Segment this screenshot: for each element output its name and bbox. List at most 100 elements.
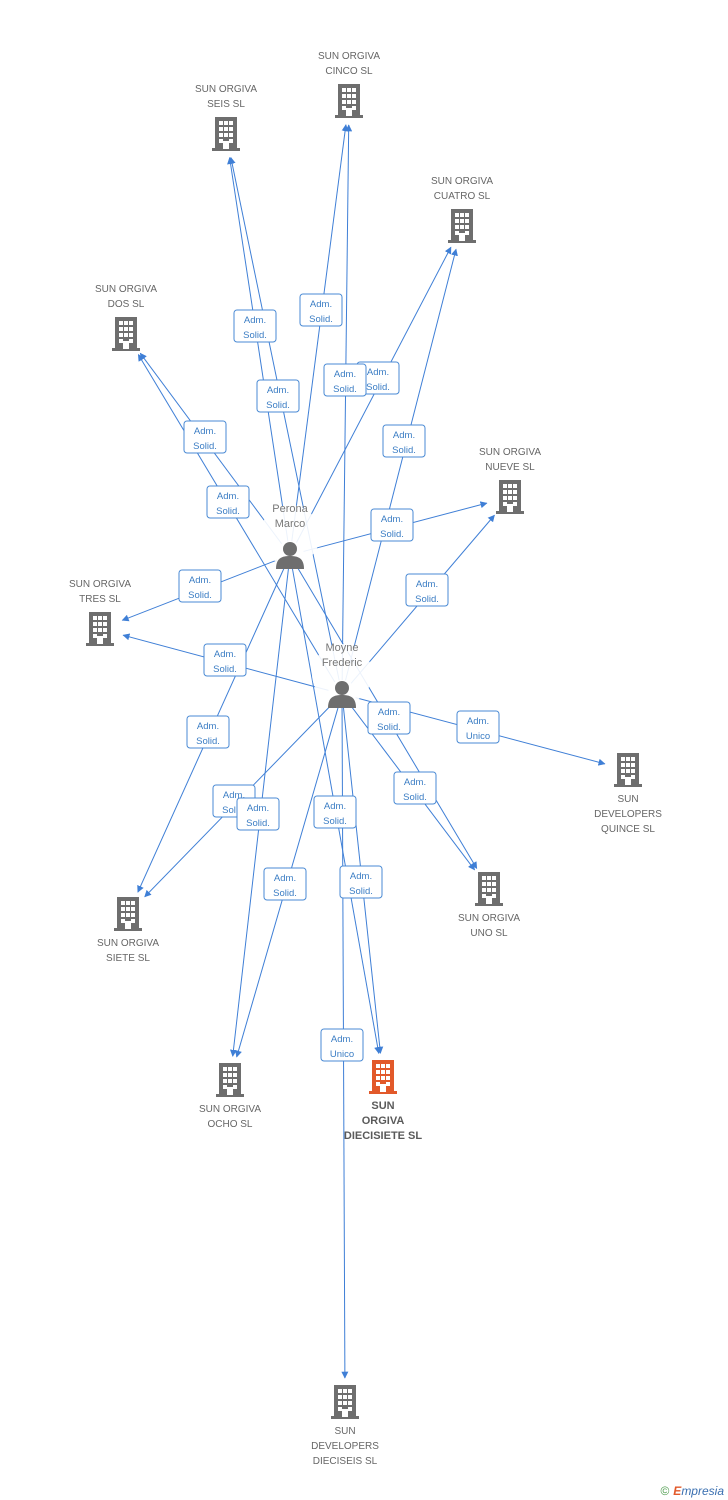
edge-label-box (320, 1028, 364, 1062)
edge-label-box (299, 293, 343, 327)
edge-label-box (233, 309, 277, 343)
edge-label-perona-tres[interactable]: Adm. Solid. (178, 569, 222, 603)
edge-label-text: Solid. (403, 792, 427, 803)
building-icon (216, 1063, 244, 1097)
building-icon (335, 84, 363, 118)
person-label: Perona (272, 503, 308, 515)
building-icon (448, 209, 476, 243)
edge-label-perona-nueve[interactable]: Adm.Solid. (370, 508, 414, 542)
edge-label-box (393, 771, 437, 805)
edge-label-box (456, 710, 500, 744)
edge-label-text: Adm. (393, 430, 415, 441)
company-node-tres[interactable]: SUN ORGIVA TRES SL (69, 579, 131, 646)
company-label: DEVELOPERS (594, 809, 662, 820)
edge-label-text: Solid. (349, 886, 373, 897)
edge-label-text: Adm. (334, 369, 356, 380)
company-label: SEIS SL (207, 99, 245, 110)
edge-label-moyne-dieciseis[interactable]: Adm. Unico (320, 1028, 364, 1062)
company-label: TRES SL (79, 594, 121, 605)
edge-label-text: Adm. (247, 803, 269, 814)
edge-label-text: Adm. (223, 790, 245, 801)
edge-label-perona-dos[interactable]: Adm.Solid. (183, 420, 227, 454)
edge-label-perona-siete[interactable]: Adm.Solid. (186, 715, 230, 749)
edge-label-perona-ocho[interactable]: Adm. Solid. (263, 867, 307, 901)
edge-label-text: Solid. (377, 722, 401, 733)
person-label: Frederic (322, 657, 363, 669)
edge-label-moyne-tres[interactable]: Adm.Solid. (203, 643, 247, 677)
copyright-mark: © (660, 1484, 670, 1498)
edge-label-text: Solid. (273, 888, 297, 899)
company-node-seis[interactable]: SUN ORGIVA SEIS SL (195, 84, 257, 151)
edge-label-text: Solid. (222, 805, 246, 816)
edge-label-text: Adm. (189, 575, 211, 586)
company-label: SUN ORGIVA (199, 1104, 261, 1115)
company-label: SIETE SL (106, 953, 150, 964)
edge-label-text: Adm. (350, 871, 372, 882)
edge-label-moyne-cinco[interactable]: Adm.Solid. (323, 363, 367, 397)
company-label: NUEVE SL (485, 462, 535, 473)
edge-label-perona-seis[interactable]: Adm.Solid. (233, 309, 277, 343)
footer-brand: ©Empresia (660, 1484, 724, 1498)
building-icon (86, 612, 114, 646)
edge-label-text: Adm. (217, 491, 239, 502)
building-icon (331, 1385, 359, 1419)
company-label: SUN ORGIVA (69, 579, 131, 590)
edge-label-text: Adm. (331, 1034, 353, 1045)
edge-moyne-cuatro (344, 248, 458, 681)
edge-label-box (183, 420, 227, 454)
edge-label-moyne-dos[interactable]: Adm.Solid. (206, 485, 250, 519)
edge-label-text: Solid. (193, 441, 217, 452)
edge-perona-cinco (291, 124, 349, 542)
company-label: SUN ORGIVA (195, 84, 257, 95)
edge-label-perona-cinco[interactable]: Adm.Solid. (299, 293, 343, 327)
edge-label-moyne-quince[interactable]: Adm.Unico (456, 710, 500, 744)
company-label: SUN ORGIVA (479, 447, 541, 458)
company-label: SUN ORGIVA (431, 176, 493, 187)
company-label: SUN ORGIVA (318, 51, 380, 62)
edge-label-text: Solid. (188, 590, 212, 601)
edge-label-moyne-nueve[interactable]: Adm.Solid. (405, 573, 449, 607)
company-label: DOS SL (108, 299, 145, 310)
edge-label-text: Solid. (309, 314, 333, 325)
company-label: SUN (334, 1426, 355, 1437)
edge-label-text: Unico (330, 1049, 354, 1060)
edge-label-moyne-cuatro[interactable]: Adm.Solid. (382, 424, 426, 458)
brand-initial: E (673, 1484, 682, 1498)
edge-label-box (178, 569, 222, 603)
edge-label-box (206, 485, 250, 519)
edge-label-moyne-diecisiete[interactable]: Adm. Solid. (339, 865, 383, 899)
edge-moyne-seis (228, 156, 340, 681)
edge-label-perona-uno[interactable]: Adm.Solid. (393, 771, 437, 805)
building-icon (212, 117, 240, 151)
company-label: DIECISIETE SL (344, 1130, 423, 1142)
edge-label-text: Solid. (243, 330, 267, 341)
company-node-uno[interactable]: SUN ORGIVA UNO SL (458, 872, 520, 939)
edge-label-text: Adm. (416, 579, 438, 590)
company-label: UNO SL (470, 928, 508, 939)
edge-label-moyne-seis[interactable]: Adm.Solid. (256, 379, 300, 413)
edge-label-text: Adm. (267, 385, 289, 396)
company-node-nueve[interactable]: SUN ORGIVA NUEVE SL (479, 447, 541, 514)
brand-name: mpresia (681, 1484, 724, 1498)
edge-label-text: Adm. (274, 873, 296, 884)
edge-label-moyne-uno[interactable]: Adm.Solid. (367, 701, 411, 735)
edge-label-moyne-ocho[interactable]: Adm.Solid. (236, 797, 280, 831)
edge-label-text: Solid. (323, 816, 347, 827)
company-label: OCHO SL (207, 1119, 252, 1130)
edge-label-box (313, 795, 357, 829)
company-node-ocho[interactable]: SUN ORGIVA OCHO SL (199, 1063, 261, 1130)
edge-label-perona-diecisiete[interactable]: Adm.Solid. (313, 795, 357, 829)
company-label: SUN ORGIVA (458, 913, 520, 924)
edge-label-perona-cuatro[interactable]: Adm.Solid. (356, 361, 400, 395)
building-icon (475, 872, 503, 906)
